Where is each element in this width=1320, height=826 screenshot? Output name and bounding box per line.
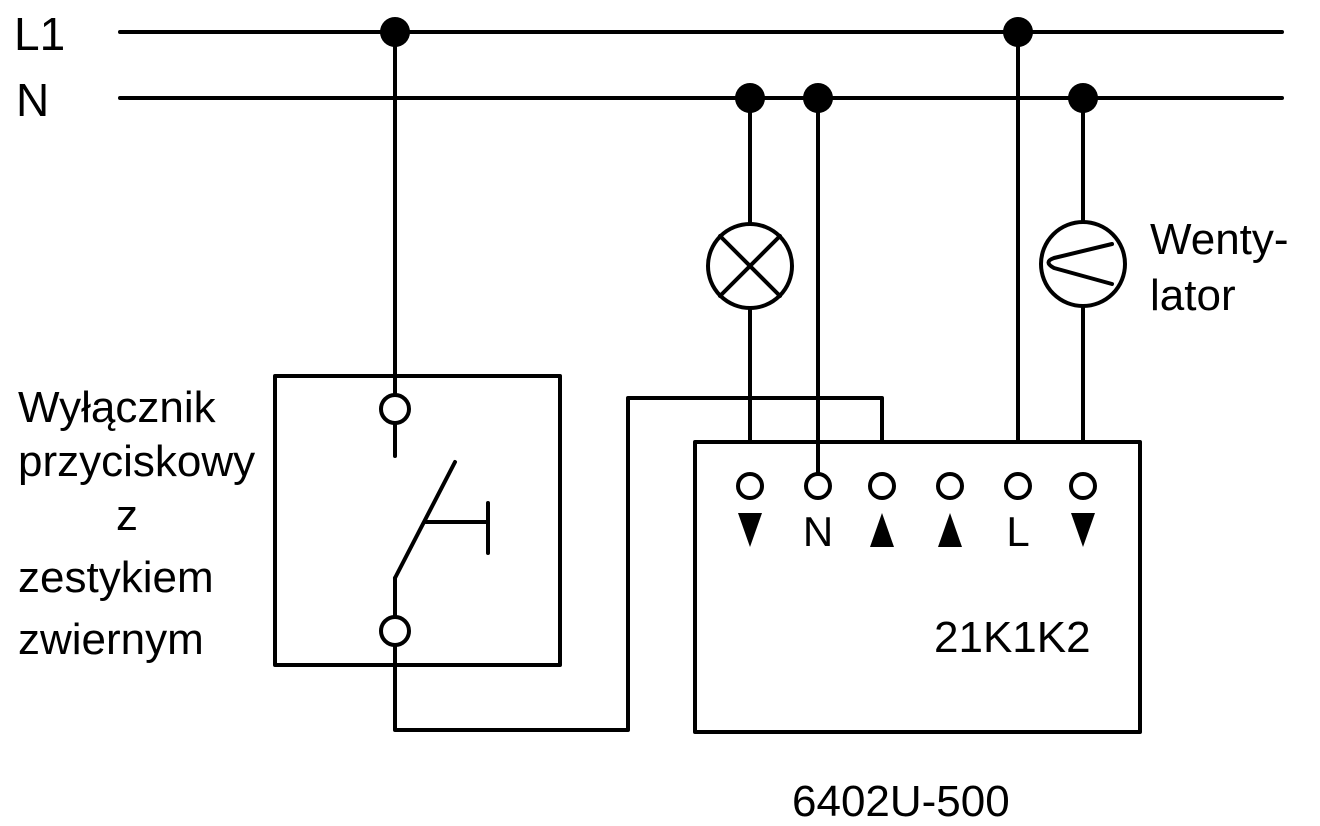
arrow-down-icon (1071, 513, 1095, 547)
switch-terminal-top (379, 393, 411, 425)
module-terminal-1 (736, 472, 764, 500)
switch-label: Wyłącznik przyciskowy z zestykiem zwiern… (18, 383, 255, 664)
junction-dot (1068, 83, 1098, 113)
switch-terminal-bottom (379, 615, 411, 647)
wire-switch-to-module (393, 396, 884, 732)
junction-dot (380, 17, 410, 47)
module-terminal-3 (868, 472, 896, 500)
fan-symbol (1039, 220, 1127, 308)
fan-symbol-wave (1046, 242, 1114, 286)
fan-label-line-1: Wenty- (1150, 215, 1289, 264)
module-terminal-5 (1004, 472, 1032, 500)
arrow-up-icon (870, 513, 894, 547)
module-box (693, 440, 1142, 734)
module-terminal-label: N (803, 508, 833, 555)
fan-label-line-2: lator (1150, 271, 1236, 320)
module-terminal-6 (1069, 472, 1097, 500)
module-name: 21K1K2 (934, 613, 1091, 662)
l1-label: L1 (14, 8, 65, 60)
lamp-cross-b (718, 234, 782, 298)
module-terminal-2 (804, 472, 832, 500)
switch-box (273, 374, 562, 667)
switch-blade (393, 460, 457, 580)
n-label: N (16, 74, 49, 126)
module-terminal-4 (936, 472, 964, 500)
switch-label-line-4: zestykiem (18, 553, 214, 602)
module-model: 6402U-500 (792, 777, 1010, 826)
junction-dot (735, 83, 765, 113)
switch-label-line-5: zwiernym (18, 615, 204, 664)
arrow-up-icon (938, 513, 962, 547)
switch-label-line-1: Wyłącznik (18, 383, 217, 432)
junction-dot (803, 83, 833, 113)
junction-dot (1003, 17, 1033, 47)
switch-label-line-2: przyciskowy (18, 437, 255, 486)
arrow-down-icon (738, 513, 762, 547)
junction-dots (380, 17, 1098, 113)
module-terminal-label: L (1006, 508, 1029, 555)
switch-label-line-3: z (116, 491, 138, 540)
fan-label: Wenty- lator (1150, 215, 1289, 320)
